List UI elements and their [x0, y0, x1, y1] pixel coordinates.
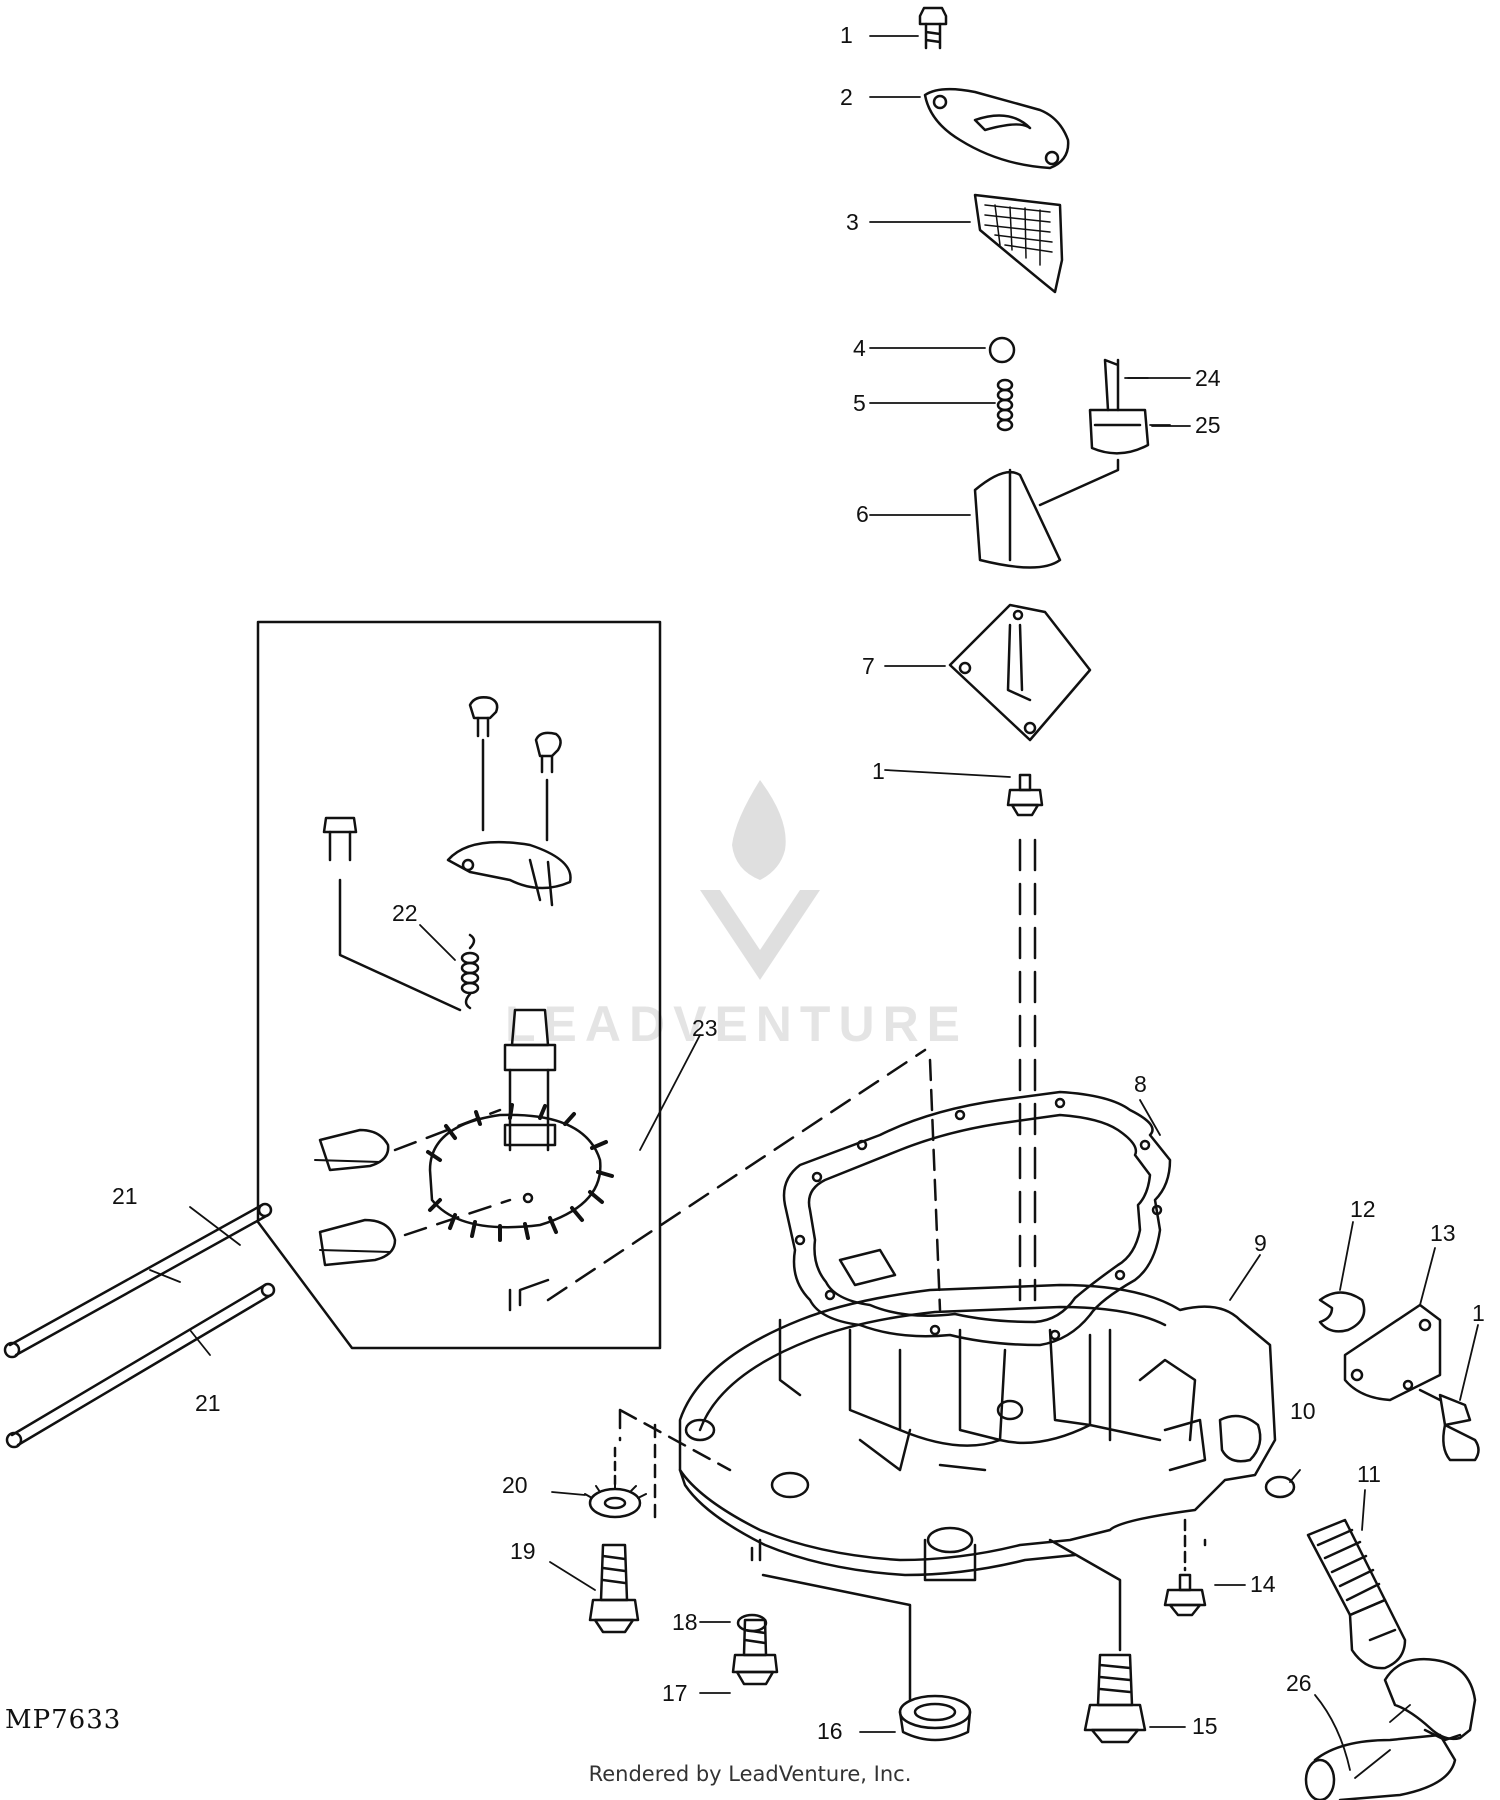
- callout-19: 19: [510, 1538, 536, 1564]
- leader-lines: [149, 35, 1479, 1779]
- gasket-part-8: [782, 1090, 1172, 1347]
- callout-13: 13: [1430, 1220, 1456, 1246]
- callout-22: 22: [392, 900, 418, 926]
- gasket-guide-dashes: [928, 1058, 942, 1312]
- bushing-lower: [318, 1218, 397, 1267]
- figure-code: MP7633: [5, 1705, 122, 1735]
- callout-4: 4: [853, 335, 866, 361]
- lockwasher-part-20: [584, 1446, 647, 1519]
- inset-pin-c: [322, 816, 462, 1012]
- inset-guide-dashes: [393, 1048, 927, 1312]
- seal-part-16: [898, 1694, 972, 1742]
- fitting-part-11: [1306, 1518, 1407, 1670]
- callout-21-upper: 21: [112, 1183, 138, 1209]
- housing-part-6: [973, 468, 1062, 569]
- callout-23: 23: [692, 1015, 718, 1041]
- cap-part-25: [1038, 408, 1150, 507]
- assembly-centerline: [1018, 838, 1037, 1302]
- screw-part-14: [1163, 1518, 1207, 1617]
- callout-6: 6: [856, 501, 869, 527]
- callout-10: 10: [1290, 1398, 1316, 1424]
- governor-plate: [446, 840, 572, 907]
- plug-part-12: [1318, 1291, 1366, 1333]
- oring-part-10: [1264, 1475, 1296, 1499]
- pushrod-part-21-lower: [5, 1282, 276, 1449]
- callout-12: 12: [1350, 1196, 1376, 1222]
- watermark-text: LEADVENTURE: [505, 996, 969, 1052]
- callout-1: 1: [840, 22, 853, 48]
- pin-part-24: [1103, 358, 1120, 412]
- screen-part-3: [973, 193, 1064, 294]
- callout-21-lower: 21: [195, 1390, 221, 1416]
- bolt-part-15: [1083, 1653, 1147, 1744]
- callout-11: 11: [1357, 1461, 1381, 1487]
- washer-part-18: [736, 1613, 768, 1633]
- callout-15: 15: [1192, 1713, 1218, 1739]
- callout-5: 5: [853, 390, 866, 416]
- render-credit: Rendered by LeadVenture, Inc.: [588, 1762, 912, 1786]
- plate-part-2: [923, 87, 1070, 170]
- screw-part-1-middle: [1006, 773, 1044, 817]
- inset-pin-a: [468, 696, 499, 832]
- callout-18: 18: [672, 1609, 698, 1635]
- callout-17: 17: [662, 1680, 688, 1706]
- spring-part-22: [460, 933, 480, 1010]
- callout-3: 3: [846, 209, 859, 235]
- plate-part-7: [948, 603, 1092, 742]
- callout-9: 9: [1254, 1230, 1267, 1256]
- callout-7: 7: [862, 653, 875, 679]
- callout-14: 14: [1250, 1571, 1276, 1597]
- spring-part-5: [996, 378, 1014, 432]
- bushing-upper: [314, 1128, 390, 1172]
- callout-1-middle: 1: [872, 758, 885, 784]
- sump-part-9: [678, 1283, 1277, 1582]
- callout-24: 24: [1195, 365, 1221, 391]
- callout-8: 8: [1134, 1071, 1147, 1097]
- screw-part-1-top: [918, 6, 948, 50]
- screw-part-1-right: [1418, 1388, 1480, 1462]
- callout-26: 26: [1286, 1670, 1312, 1696]
- callout-25: 25: [1195, 412, 1221, 438]
- callout-1-right: 1: [1472, 1300, 1485, 1326]
- watermark-logo: [700, 780, 820, 980]
- callout-16: 16: [817, 1718, 843, 1744]
- ball-part-4: [988, 336, 1016, 364]
- inset-pin-b: [534, 731, 562, 842]
- cover-part-13: [1343, 1303, 1442, 1402]
- inset-frame: [256, 620, 662, 1350]
- hose-part-26: [1304, 1657, 1477, 1800]
- pushrod-part-21-upper: [3, 1202, 273, 1359]
- callout-2: 2: [840, 84, 853, 110]
- bolt-part-19: [588, 1543, 640, 1634]
- sump-guide-dashes: [618, 1408, 732, 1472]
- callout-20: 20: [502, 1472, 528, 1498]
